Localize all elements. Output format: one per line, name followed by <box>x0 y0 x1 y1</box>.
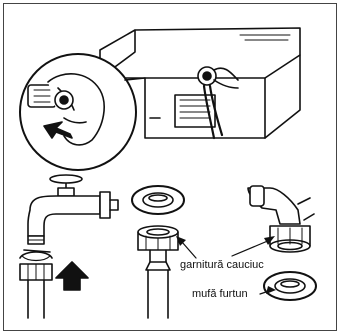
gasket-right <box>264 272 316 300</box>
elbow-connector <box>248 186 314 224</box>
up-arrow-icon <box>56 262 88 290</box>
gasket-label: garnitură cauciuc <box>180 259 264 271</box>
water-tap <box>28 175 118 244</box>
gasket-detail <box>132 186 184 214</box>
hose-nut-center <box>138 226 178 318</box>
hose-nut-on-tap <box>20 250 52 318</box>
hose-nut-right <box>270 226 310 252</box>
hose-nut-label: mufă furtun <box>192 288 248 300</box>
